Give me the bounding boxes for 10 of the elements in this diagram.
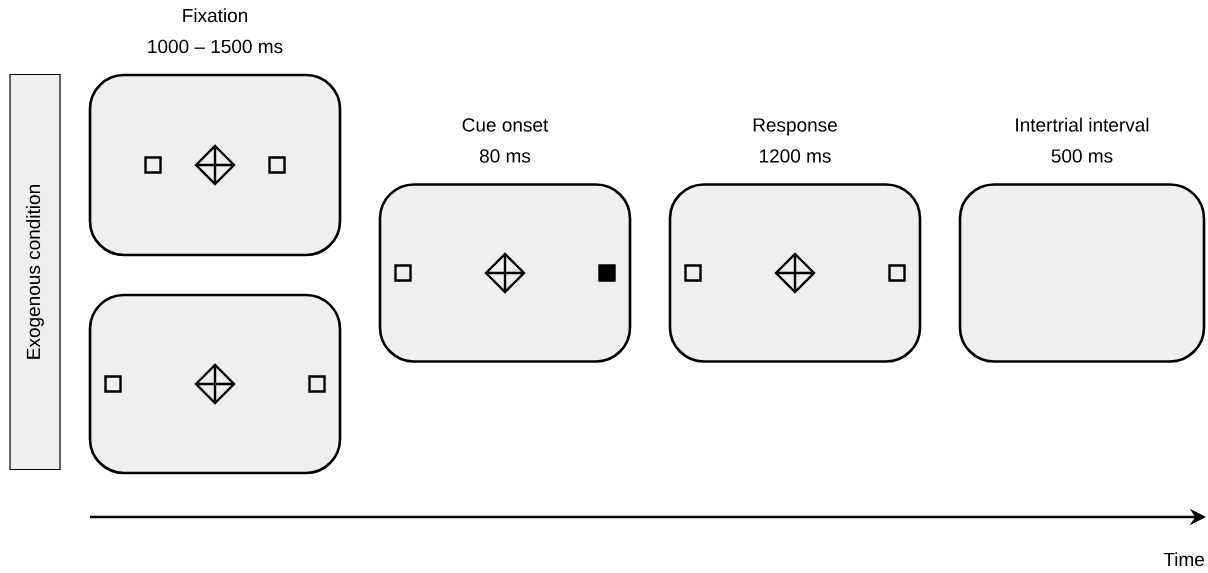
screen-title: Cue onset <box>462 118 549 132</box>
axis-label: Time <box>1163 552 1204 567</box>
screen-title: 500 ms <box>1051 149 1113 163</box>
screen-title: Intertrial interval <box>1016 117 1149 132</box>
screen-title: 1000 – 1500 ms <box>148 39 283 54</box>
condition-band: Exogenous condition <box>9 73 61 471</box>
screen-title: 80 ms <box>479 149 531 163</box>
screen-title: 1200 ms <box>760 149 831 163</box>
screen-title: Response <box>753 118 837 136</box>
screen-title: Fixation <box>183 8 248 23</box>
